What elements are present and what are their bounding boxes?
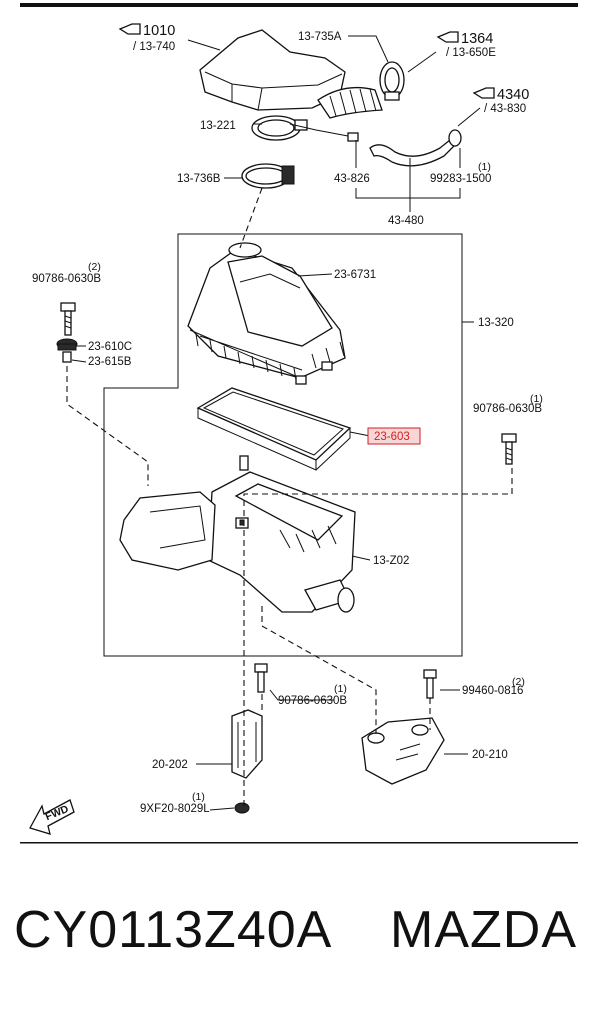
label-90786-0630B-c: 90786-0630B	[278, 695, 347, 707]
label-13-320: 13-320	[478, 317, 514, 329]
intake-duct	[199, 29, 346, 111]
air-filter-23-603	[196, 387, 352, 471]
assembly-line-3	[243, 468, 513, 810]
assembly-line-4	[261, 606, 377, 734]
part-caption: CY0113Z40A MAZDA	[0, 890, 600, 980]
assembly-line-2	[66, 366, 149, 486]
label-13-221: 13-221	[200, 120, 236, 132]
bottom-divider	[20, 842, 578, 844]
ref-1364[interactable]: 1364	[461, 31, 493, 47]
leader-lines	[71, 35, 481, 811]
ref-1010-sub: / 13-740	[133, 41, 175, 53]
label-23-6731: 23-6731	[334, 269, 376, 281]
assembly-outline-13-320	[103, 233, 463, 657]
label-20-202: 20-202	[152, 759, 188, 771]
label-23-603[interactable]: 23-603	[374, 431, 410, 443]
hose-clamp-13-736B	[241, 163, 295, 189]
label-23-610C: 23-610C	[88, 341, 132, 353]
exploded-parts-diagram: FWD 1010 /	[20, 3, 578, 844]
label-13-Z02: 13-Z02	[373, 555, 409, 567]
collar-23-615B	[62, 351, 72, 363]
bracket-20-210	[361, 669, 445, 785]
label-99460-0816: 99460-0816	[462, 685, 523, 697]
qty-90786-a: (2)	[88, 261, 101, 273]
hose-clamp-13-735A	[379, 61, 405, 101]
bracket-20-202	[231, 663, 268, 779]
ref-4340-sub: / 43-830	[484, 103, 526, 115]
air-cleaner-cover-23-6731	[187, 242, 346, 385]
label-99283-1500: 99283-1500	[430, 173, 491, 185]
part-number: CY0113Z40A	[14, 901, 333, 959]
label-20-210: 20-210	[472, 749, 508, 761]
bolt-90786-0630B-left	[60, 302, 76, 336]
air-cleaner-case-13-Z02	[119, 455, 356, 613]
clip-9XF20-8029L	[234, 802, 250, 814]
label-90786-0630B-b: 90786-0630B	[473, 403, 542, 415]
brand-name: MAZDA	[390, 901, 577, 959]
forward-arrow-icon: FWD	[29, 799, 75, 835]
highlight-box-23-603	[367, 427, 421, 445]
qty-90786-b: (1)	[530, 393, 543, 405]
qty-90786-c: (1)	[334, 683, 347, 695]
label-13-736B: 13-736B	[177, 173, 221, 185]
qty-9XF20: (1)	[192, 791, 205, 803]
qty-99460: (2)	[512, 676, 525, 688]
label-43-480: 43-480	[388, 215, 424, 227]
ref-4340[interactable]: 4340	[497, 87, 529, 103]
ref-hand-icon-4340	[472, 87, 495, 99]
ref-1010[interactable]: 1010	[143, 23, 175, 39]
breather-hose-43-480	[347, 129, 462, 167]
duct-ring-13-221	[251, 115, 308, 141]
label-13-735A: 13-735A	[298, 31, 342, 43]
label-43-826: 43-826	[334, 173, 370, 185]
assembly-line-1	[239, 187, 263, 249]
label-90786-0630B-a: 90786-0630B	[32, 273, 101, 285]
intake-bellows	[317, 86, 383, 119]
qty-99283: (1)	[478, 161, 491, 173]
top-border	[20, 3, 578, 7]
ref-hand-icon-1010	[118, 23, 141, 35]
label-23-615B: 23-615B	[88, 356, 132, 368]
label-9XF20-8029L: 9XF20-8029L	[140, 803, 210, 815]
grommet-23-610C	[56, 338, 78, 351]
ref-hand-icon-1364	[436, 31, 459, 43]
bolt-90786-0630B-right	[501, 433, 517, 465]
ref-1364-sub: / 13-650E	[446, 47, 496, 59]
